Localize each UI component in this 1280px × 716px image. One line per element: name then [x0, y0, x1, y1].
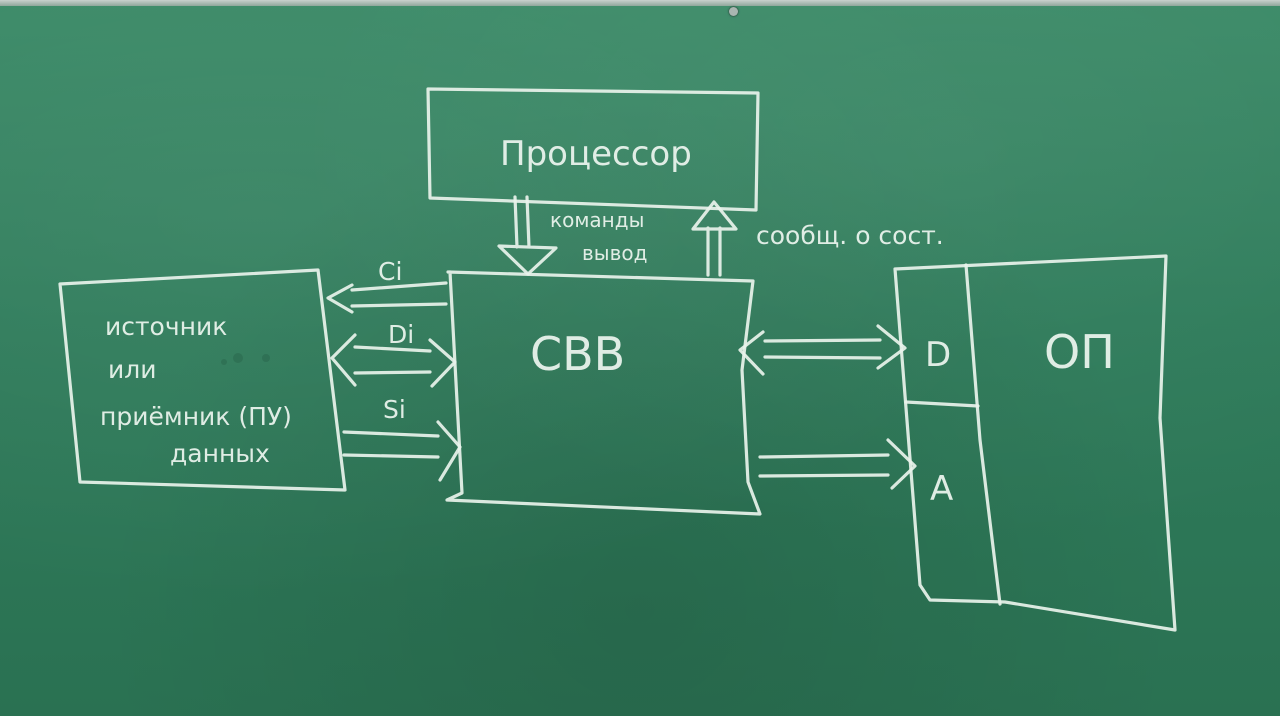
board-frame [0, 0, 1280, 6]
cvv-label: СВВ [530, 327, 625, 381]
signal-d-label: Di [388, 320, 414, 349]
source-line-3: приёмник (ПУ) [100, 402, 292, 431]
source-line-4: данных [170, 439, 270, 468]
signal-c-label: Ci [378, 257, 402, 286]
address-bus-arrow [758, 438, 917, 490]
ci-arrow [326, 281, 448, 314]
processor-label: Процессор [500, 134, 692, 174]
processor-box [426, 87, 760, 212]
source-line-2: или [108, 355, 156, 384]
status-arrow [691, 200, 738, 277]
si-arrow [342, 420, 462, 482]
memory-label: ОП [1044, 325, 1115, 379]
data-bus-arrow [738, 324, 907, 376]
source-line-1: источник [105, 312, 227, 341]
io-label: вывод [582, 241, 647, 265]
commands-arrow [497, 195, 558, 276]
memory-data-register: D [925, 335, 951, 375]
chalk-smudges [221, 353, 270, 365]
memory-divider [964, 263, 1002, 606]
source-box [58, 268, 347, 492]
commands-label: команды [550, 208, 644, 232]
di-arrow [330, 333, 457, 388]
status-label: сообщ. о сост. [756, 221, 944, 250]
memory-box [893, 254, 1177, 632]
cvv-box [445, 270, 762, 516]
signal-s-label: Si [383, 395, 406, 424]
magnet [729, 7, 738, 16]
register-separator [904, 400, 980, 408]
memory-address-register: A [930, 469, 953, 509]
